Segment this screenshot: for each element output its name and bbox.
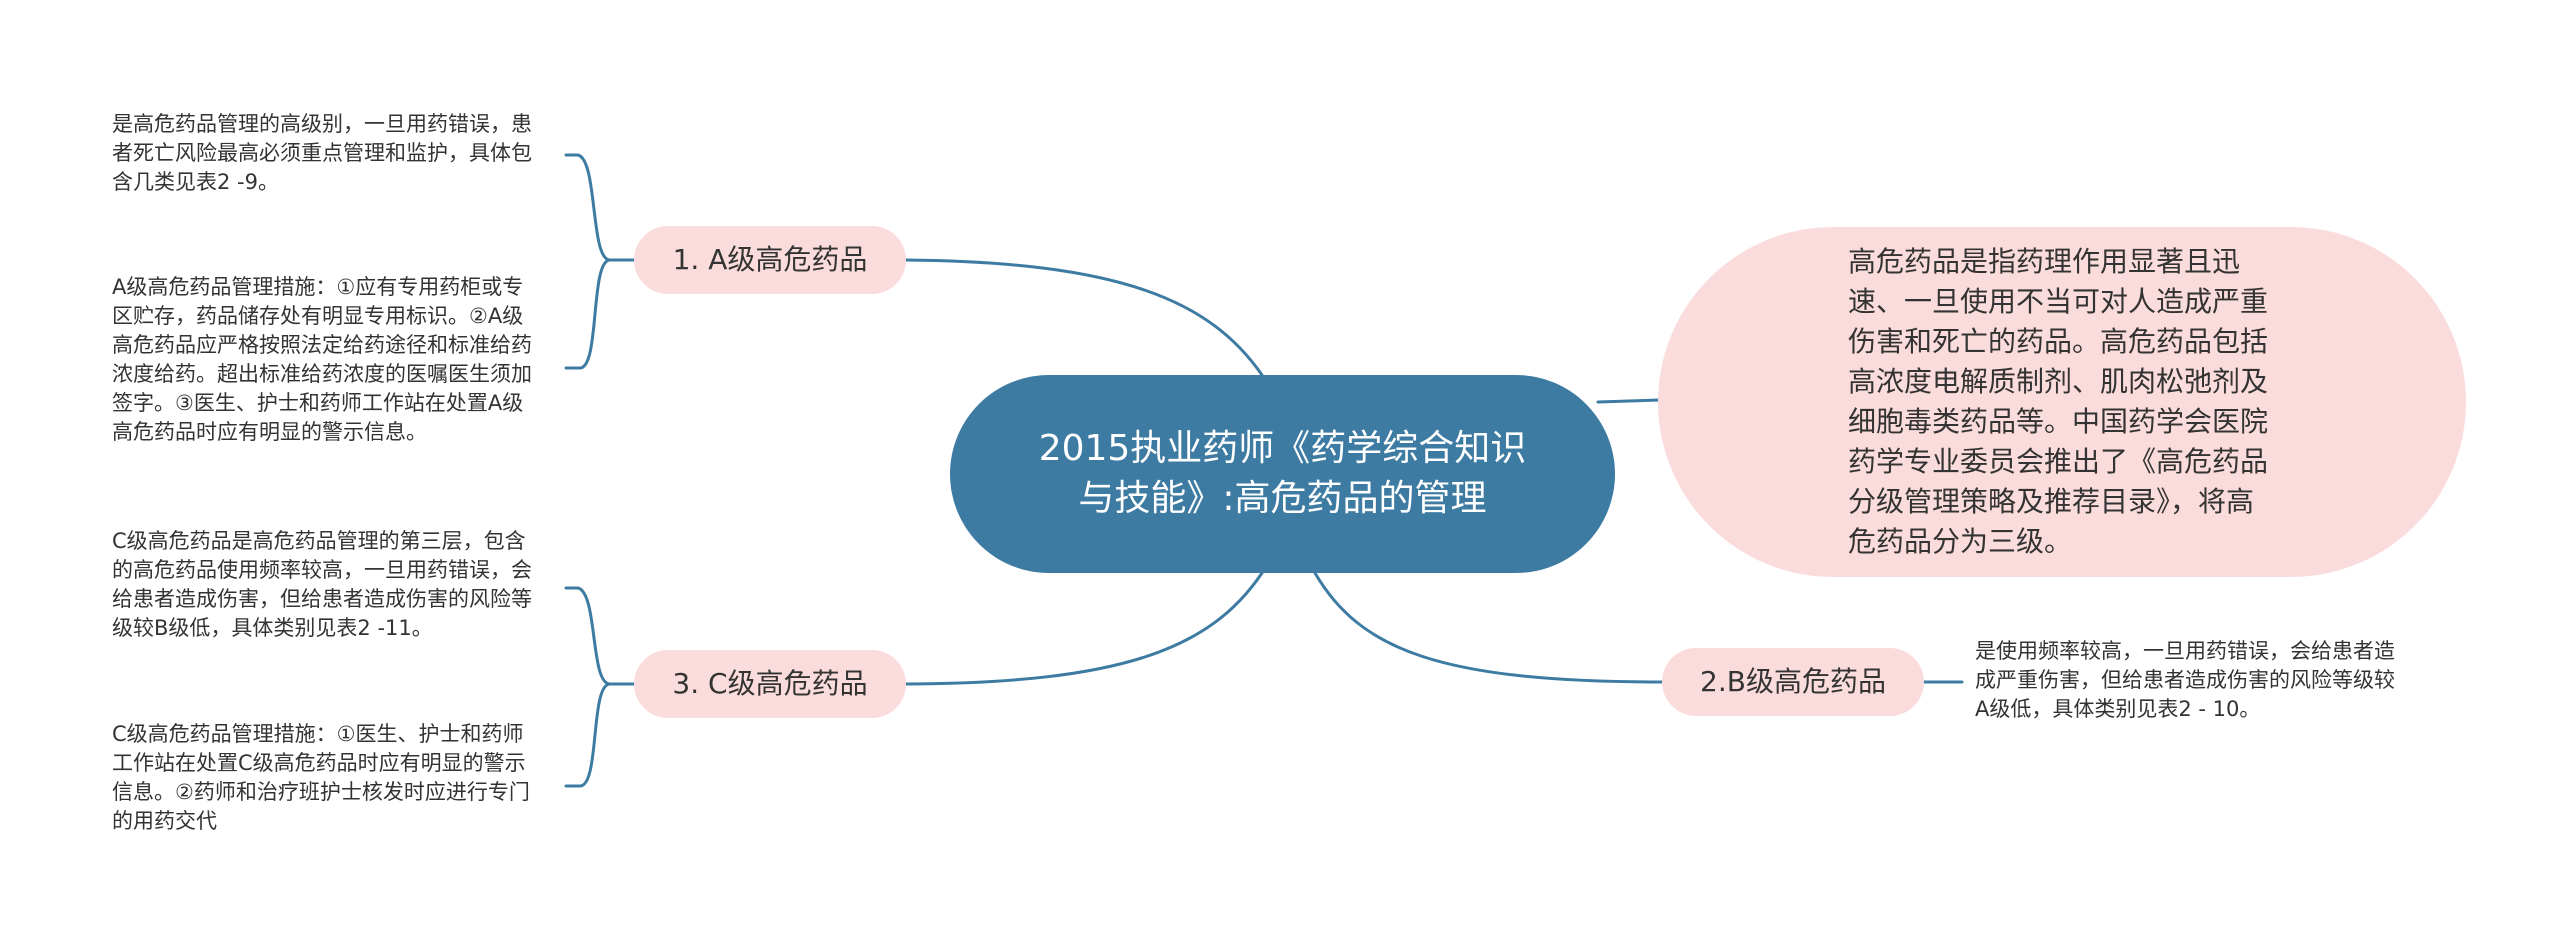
leaf-c-measures[interactable]: C级高危药品管理措施：①医生、护士和药师 工作站在处置C级高危药品时应有明显的警… [112,722,530,833]
central-topic[interactable]: 2015执业药师《药学综合知识与技能》:高危药品的管理 [950,375,1615,573]
description-node[interactable]: 高危药品是指药理作用显著且迅速、一旦使用不当可对人造成严重伤害和死亡的药品。高危… [1658,227,2466,577]
branch-c-level[interactable]: 3. C级高危药品 [634,650,906,718]
branch-b-level[interactable]: 2.B级高危药品 [1662,648,1924,716]
central-topic-title: 2015执业药师《药学综合知识与技能》:高危药品的管理 [1038,428,1527,519]
connector-center-to-desc [1596,398,1662,404]
leaf-a-measures[interactable]: A级高危药品管理措施：①应有专用药柜或专 区贮存，药品储存处有明显专用标识。②A… [112,275,532,444]
leaf-b-definition[interactable]: 是使用频率较高，一旦用药错误，会给患者造 成严重伤害，但给患者造成伤害的风险等级… [1975,639,2395,721]
branch-a-level[interactable]: 1. A级高危药品 [634,226,906,294]
connector-center-to-c [904,571,1264,686]
brace-c [564,586,636,788]
connector-center-to-a [904,258,1264,377]
leaf-a-definition[interactable]: 是高危药品管理的高级别，一旦用药错误，患 者死亡风险最高必须重点管理和监护，具体… [112,112,532,194]
description-text: 高危药品是指药理作用显著且迅速、一旦使用不当可对人造成严重伤害和死亡的药品。高危… [1848,245,2269,558]
brace-a [564,153,636,370]
leaf-c-definition[interactable]: C级高危药品是高危药品管理的第三层，包含 的高危药品使用频率较高，一旦用药错误，… [112,529,532,640]
connector-center-to-b [1313,571,1664,684]
